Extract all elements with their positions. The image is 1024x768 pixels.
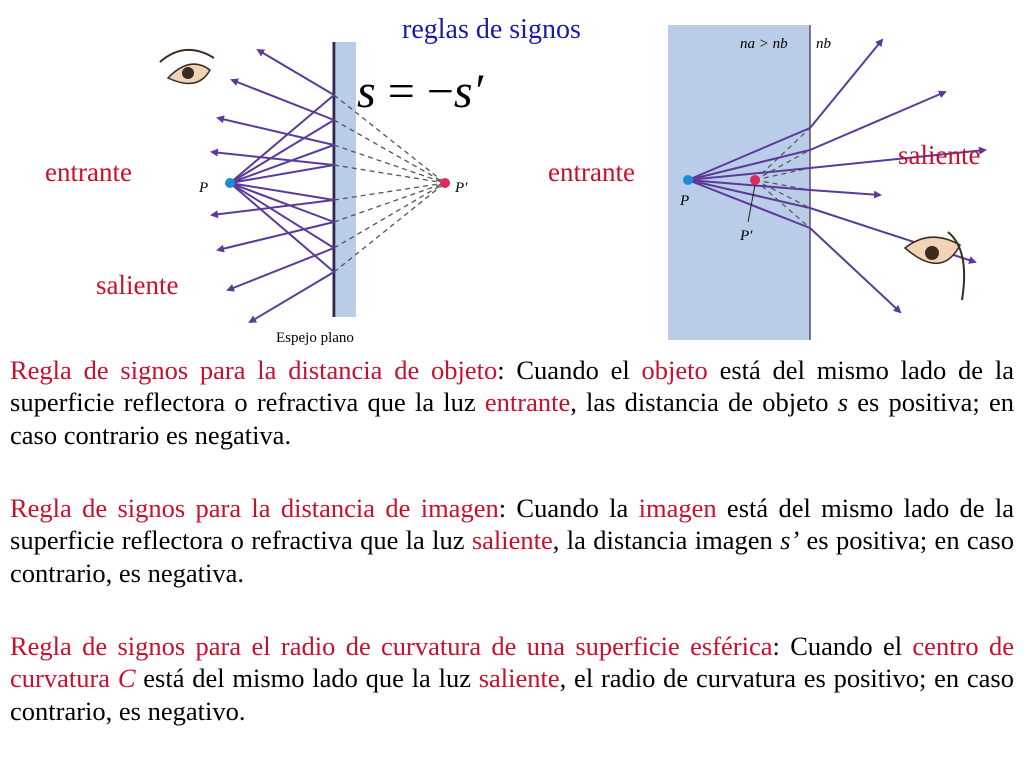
object-point <box>683 175 693 185</box>
point-p-label: P <box>198 180 208 196</box>
reflected-rays <box>210 48 335 324</box>
rule-object-distance: Regla de signos para la distancia de obj… <box>10 354 1014 451</box>
rule-highlight: objeto <box>641 355 708 385</box>
virtual-rays <box>333 94 446 273</box>
point-p-prime-label: P′ <box>454 180 468 196</box>
rule-highlight: entrante <box>484 387 571 418</box>
rule-text: , las distancia de objeto <box>570 387 838 418</box>
image-point <box>440 178 450 188</box>
point-p-label: P <box>679 193 689 209</box>
rule-symbol: s’ <box>780 525 800 556</box>
rule-heading: Regla de signos para la distancia de ima… <box>10 493 499 523</box>
incident-rays <box>229 94 335 273</box>
right-entrante-label: entrante <box>548 157 635 187</box>
eye-icon <box>903 231 966 301</box>
virtual-rays <box>754 127 811 229</box>
refracted-rays <box>809 38 987 314</box>
eye-icon <box>159 49 215 85</box>
rule-image-distance: Regla de signos para la distancia de ima… <box>10 492 1014 589</box>
rule-highlight: saliente <box>471 525 553 556</box>
formula-minus: − <box>426 65 454 118</box>
formula-s-prime: s′ <box>453 65 484 118</box>
incident-rays <box>687 127 811 229</box>
mirror-caption: Espejo plano <box>276 330 354 346</box>
sign-formula: s = −s′ <box>357 64 483 119</box>
left-saliente-label: saliente <box>96 270 179 300</box>
mirror-glass <box>336 42 356 317</box>
index-relation-label: na > nb <box>740 36 788 52</box>
object-point <box>225 178 235 188</box>
point-p-prime-label: P′ <box>739 228 753 244</box>
rule-text: , la distancia imagen <box>552 525 781 556</box>
rule-symbol: s <box>837 387 849 418</box>
rule-text: , el radio de curvatura es positivo; en … <box>10 663 1014 726</box>
rule-highlight: saliente <box>478 663 560 694</box>
plane-mirror-diagram: P P′ Espejo plano <box>159 42 468 346</box>
rule-text: está del mismo lado de la superficie ref… <box>10 355 1014 418</box>
rule-text: : Cuando el <box>772 631 913 661</box>
rule-text: : Cuando el <box>497 355 642 385</box>
image-point <box>750 175 760 185</box>
formula-s: s <box>357 65 376 118</box>
rule-text: es positiva; en caso contrario, es negat… <box>10 525 1014 588</box>
diagram-title: reglas de signos <box>402 14 581 45</box>
left-entrante-label: entrante <box>45 157 132 187</box>
rule-text: es positiva; en caso contrario es negati… <box>10 387 1015 450</box>
refraction-diagram: P P′ na > nb nb <box>668 25 987 340</box>
rule-symbol: C <box>117 663 136 694</box>
image-pointer <box>747 184 756 223</box>
rule-text: está del mismo lado de la superficie ref… <box>10 493 1014 556</box>
rule-heading: Regla de signos para el radio de curvatu… <box>10 631 773 661</box>
right-saliente-label: saliente <box>898 140 981 170</box>
rule-highlight: centro de curvatura <box>10 631 1014 694</box>
formula-equals: = <box>387 65 415 118</box>
rule-radius-of-curvature: Regla de signos para el radio de curvatu… <box>10 630 1014 727</box>
rule-heading: Regla de signos para la distancia de obj… <box>10 355 498 385</box>
index-b-label: nb <box>816 36 832 52</box>
rule-text: : Cuando la <box>498 493 639 523</box>
rule-text: está del mismo lado que la luz <box>135 663 479 694</box>
rule-highlight: imagen <box>638 493 717 523</box>
